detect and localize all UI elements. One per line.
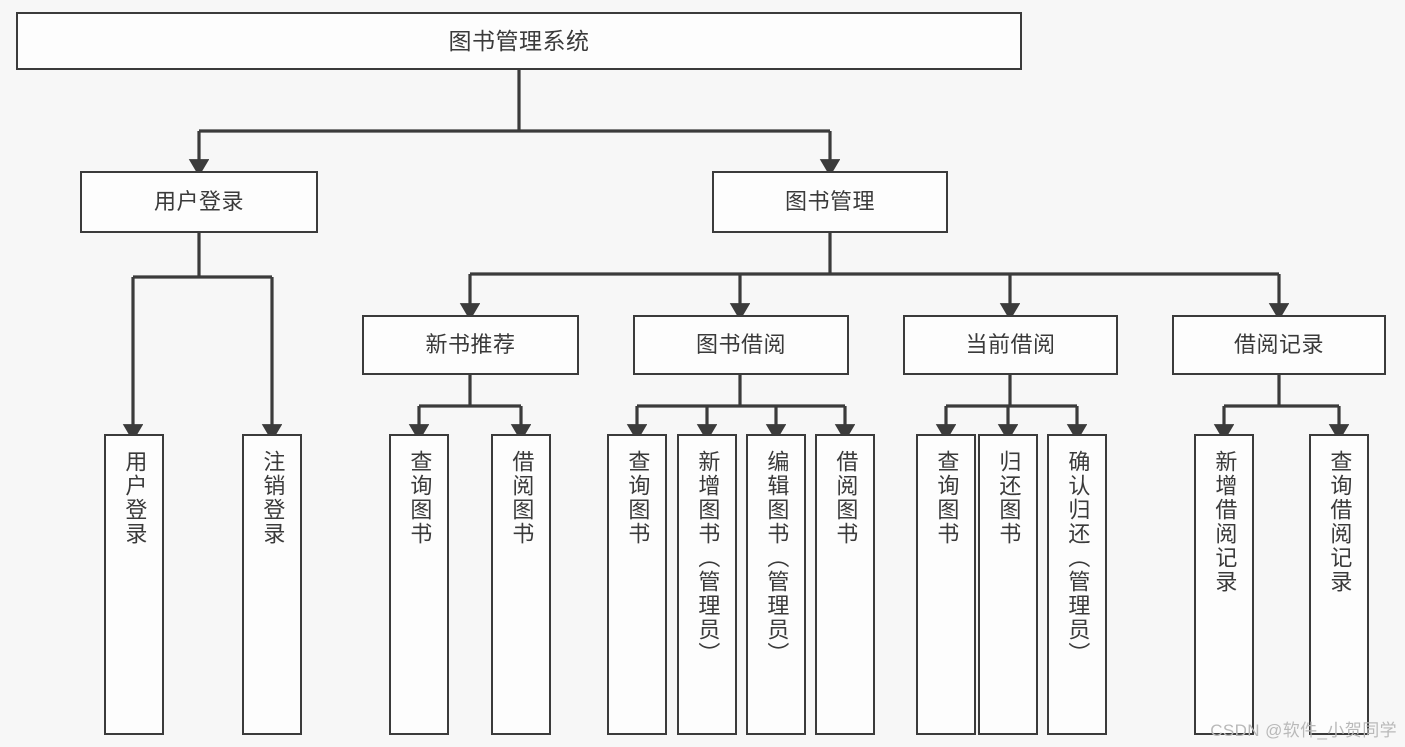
leaf-edit-book-admin[interactable]: 编辑图书（管理员）: [746, 434, 806, 735]
node-label: 归还图书: [996, 450, 1022, 546]
node-current-borrow[interactable]: 当前借阅: [903, 315, 1118, 375]
leaf-add-borrow-record[interactable]: 新增借阅记录: [1194, 434, 1254, 735]
leaf-query-borrow-record[interactable]: 查询借阅记录: [1309, 434, 1369, 735]
leaf-add-book-admin[interactable]: 新增图书（管理员）: [677, 434, 737, 735]
node-label: 新增图书（管理员）: [695, 450, 721, 666]
node-root-system[interactable]: 图书管理系统: [16, 12, 1022, 70]
leaf-borrow-books-recommend[interactable]: 借阅图书: [491, 434, 551, 735]
node-book-borrow[interactable]: 图书借阅: [633, 315, 849, 375]
node-label: 编辑图书（管理员）: [764, 450, 790, 666]
node-label: 新书推荐: [425, 332, 516, 358]
node-label: 查询图书: [625, 450, 651, 546]
leaf-return-books[interactable]: 归还图书: [978, 434, 1038, 735]
leaf-user-login[interactable]: 用户登录: [104, 434, 164, 735]
node-new-book-recommend[interactable]: 新书推荐: [362, 315, 579, 375]
leaf-query-books-current[interactable]: 查询图书: [916, 434, 976, 735]
node-label: 查询借阅记录: [1327, 450, 1353, 594]
node-label: 新增借阅记录: [1212, 450, 1238, 594]
node-label: 用户登录: [122, 450, 148, 546]
leaf-query-books-recommend[interactable]: 查询图书: [389, 434, 449, 735]
leaf-confirm-return-admin[interactable]: 确认归还（管理员）: [1047, 434, 1107, 735]
node-book-management[interactable]: 图书管理: [712, 171, 948, 233]
leaf-query-books-borrow[interactable]: 查询图书: [607, 434, 667, 735]
watermark-text: CSDN @软件_小贺同学: [1210, 721, 1397, 740]
node-user-login[interactable]: 用户登录: [80, 171, 318, 233]
leaf-borrow-books[interactable]: 借阅图书: [815, 434, 875, 735]
node-label: 图书管理系统: [448, 27, 590, 54]
node-label: 用户登录: [153, 189, 244, 215]
node-label: 借阅图书: [833, 450, 859, 546]
node-label: 注销登录: [260, 450, 286, 546]
node-label: 图书管理: [784, 189, 875, 215]
leaf-user-logout[interactable]: 注销登录: [242, 434, 302, 735]
node-label: 确认归还（管理员）: [1065, 450, 1091, 666]
node-label: 当前借阅: [965, 332, 1056, 358]
node-label: 查询图书: [407, 450, 433, 546]
node-label: 图书借阅: [695, 332, 786, 358]
node-borrow-records[interactable]: 借阅记录: [1172, 315, 1386, 375]
node-label: 借阅图书: [509, 450, 535, 546]
node-label: 借阅记录: [1233, 332, 1324, 358]
node-label: 查询图书: [934, 450, 960, 546]
